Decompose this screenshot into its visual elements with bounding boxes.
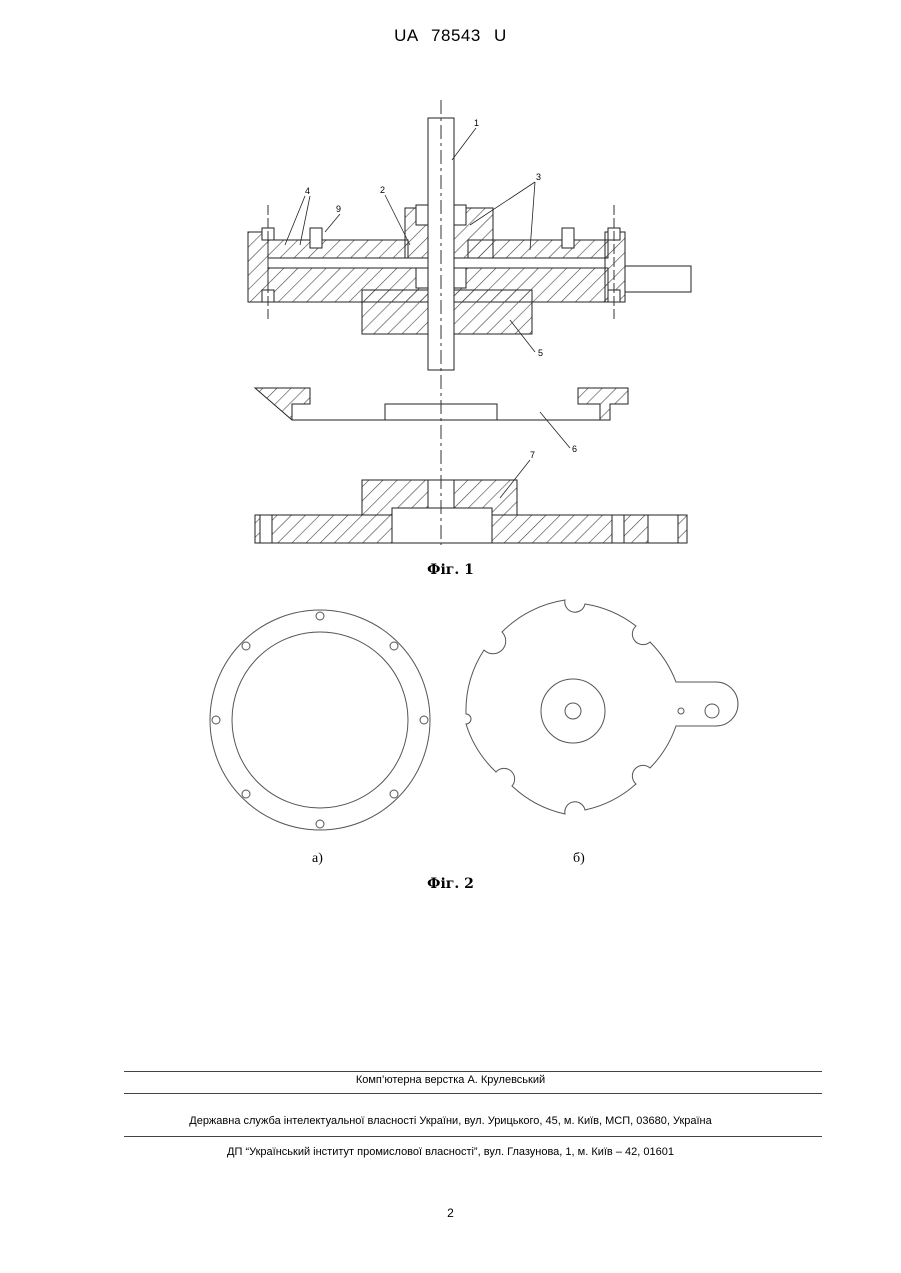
upper-plate-left: [268, 240, 408, 258]
figure-1-caption: Фіг. 1: [0, 562, 901, 578]
label-6: 6: [572, 444, 577, 454]
label-1: 1: [474, 118, 479, 128]
label-3: 3: [536, 172, 541, 182]
footer-publisher: ДП “Український інститут промислової вла…: [0, 1146, 901, 1158]
slotted-disk: [466, 600, 738, 814]
footer-rule-top: [124, 1071, 822, 1072]
footer-rule-middle: [124, 1093, 822, 1094]
label-4: 4: [305, 186, 310, 196]
disk-boss: [541, 679, 605, 743]
footer-rule-bottom: [124, 1136, 822, 1137]
label-9: 9: [336, 204, 341, 214]
label-7: 7: [530, 450, 535, 460]
label-5: 5: [538, 348, 543, 358]
gasket-inner: [232, 632, 408, 808]
footer-layout-credit: Комп’ютерна верстка А. Крулевський: [0, 1074, 901, 1086]
footer-issuer: Державна служба інтелектуальної власност…: [0, 1115, 901, 1127]
sub-label-a: а): [312, 851, 323, 866]
right-arm: [625, 266, 691, 292]
disk-hole: [565, 703, 581, 719]
page-number: 2: [0, 1206, 901, 1220]
sub-label-b: б): [573, 851, 585, 866]
figure-2-caption: Фіг. 2: [0, 876, 901, 892]
figure-2-drawing: а) б): [0, 590, 901, 890]
figure-1-drawing: 1 2 3 4 5 6 7 9: [0, 0, 901, 560]
label-2: 2: [380, 185, 385, 195]
